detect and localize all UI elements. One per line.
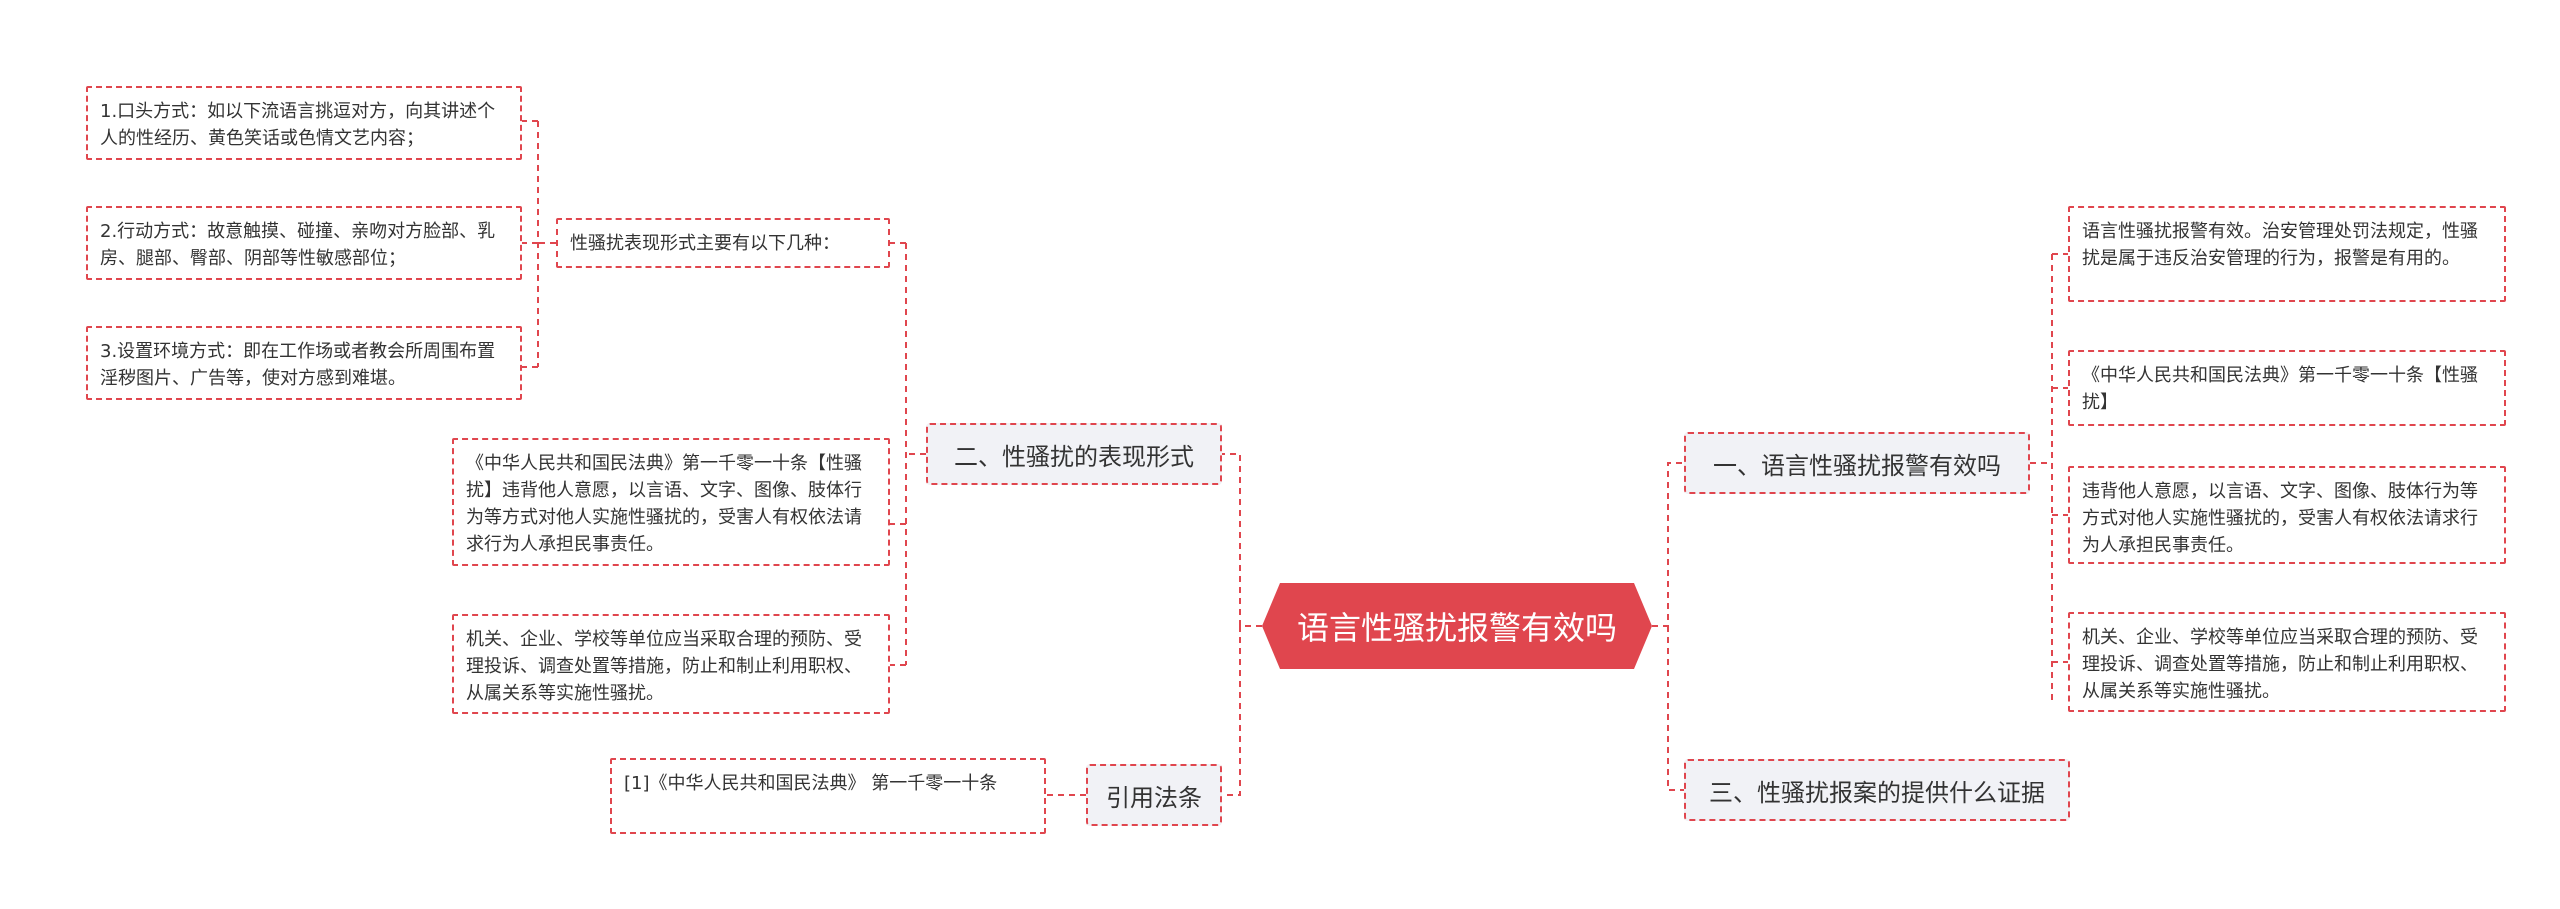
- link-root-b4: [1222, 626, 1241, 796]
- leaf-civil-code-article[interactable]: 《中华人民共和国民法典》第一千零一十条【性骚扰】: [2068, 350, 2506, 426]
- link-root-b2: [1222, 453, 1262, 627]
- leaf-verbal-form[interactable]: 1.口头方式：如以下流语言挑逗对方，向其讲述个人的性经历、黄色笑话或色情文艺内容…: [86, 86, 522, 160]
- leaf-text: 《中华人民共和国民法典》第一千零一十条【性骚扰】: [2082, 365, 2478, 413]
- branch-cited-law[interactable]: 引用法条: [1086, 764, 1222, 826]
- leaf-physical-form[interactable]: 2.行动方式：故意触摸、碰撞、亲吻对方脸部、乳房、腿部、臀部、阴部等性敏感部位；: [86, 206, 522, 280]
- link-b1-leaves: [2030, 253, 2068, 700]
- root-topic[interactable]: 语言性骚扰报警有效吗: [1262, 583, 1652, 669]
- leaf-text: 机关、企业、学校等单位应当采取合理的预防、受理投诉、调查处置等措施，防止和制止利…: [466, 629, 862, 704]
- link-forms-leaves: [522, 120, 556, 368]
- leaf-text: 《中华人民共和国民法典》第一千零一十条【性骚扰】违背他人意愿，以言语、文字、图像…: [466, 453, 862, 555]
- leaf-text: 3.设置环境方式：即在工作场或者教会所周围布置淫秽图片、广告等，使对方感到难堪。: [100, 341, 496, 389]
- root-topic-label: 语言性骚扰报警有效吗: [1296, 609, 1617, 647]
- branch-label: 二、性骚扰的表现形式: [954, 442, 1194, 471]
- leaf-civil-code-full[interactable]: 《中华人民共和国民法典》第一千零一十条【性骚扰】违背他人意愿，以言语、文字、图像…: [452, 438, 890, 566]
- leaf-text: 违背他人意愿，以言语、文字、图像、肢体行为等方式对他人实施性骚扰的，受害人有权依…: [2082, 481, 2478, 556]
- leaf-text: 性骚扰表现形式主要有以下几种：: [570, 232, 840, 254]
- leaf-text: 机关、企业、学校等单位应当采取合理的预防、受理投诉、调查处置等措施，防止和制止利…: [2082, 627, 2478, 702]
- leaf-text: 1.口头方式：如以下流语言挑逗对方，向其讲述个人的性经历、黄色笑话或色情文艺内容…: [100, 101, 496, 149]
- leaf-employer-duty[interactable]: 机关、企业、学校等单位应当采取合理的预防、受理投诉、调查处置等措施，防止和制止利…: [2068, 612, 2506, 712]
- branch-harassment-forms[interactable]: 二、性骚扰的表现形式: [926, 423, 1222, 485]
- link-b2-children: [890, 242, 926, 666]
- leaf-employer-duty-left[interactable]: 机关、企业、学校等单位应当采取合理的预防、受理投诉、调查处置等措施，防止和制止利…: [452, 614, 890, 714]
- branch-report-validity[interactable]: 一、语言性骚扰报警有效吗: [1684, 432, 2030, 494]
- branch-label: 一、语言性骚扰报警有效吗: [1713, 451, 2001, 480]
- leaf-report-effective[interactable]: 语言性骚扰报警有效。治安管理处罚法规定，性骚扰是属于违反治安管理的行为，报警是有…: [2068, 206, 2506, 302]
- branch-label: 引用法条: [1106, 783, 1202, 812]
- leaf-forms-intro[interactable]: 性骚扰表现形式主要有以下几种：: [556, 218, 890, 268]
- branch-label: 三、性骚扰报案的提供什么证据: [1709, 778, 2045, 807]
- link-root-b1: [1652, 462, 1684, 627]
- leaf-text: [1]《中华人民共和国民法典》 第一千零一十条: [624, 773, 998, 794]
- branch-evidence[interactable]: 三、性骚扰报案的提供什么证据: [1684, 759, 2070, 821]
- leaf-environment-form[interactable]: 3.设置环境方式：即在工作场或者教会所周围布置淫秽图片、广告等，使对方感到难堪。: [86, 326, 522, 400]
- leaf-civil-liability[interactable]: 违背他人意愿，以言语、文字、图像、肢体行为等方式对他人实施性骚扰的，受害人有权依…: [2068, 466, 2506, 564]
- leaf-citation[interactable]: [1]《中华人民共和国民法典》 第一千零一十条: [610, 758, 1046, 834]
- link-root-b3: [1667, 626, 1684, 791]
- leaf-text: 语言性骚扰报警有效。治安管理处罚法规定，性骚扰是属于违反治安管理的行为，报警是有…: [2082, 221, 2478, 269]
- leaf-text: 2.行动方式：故意触摸、碰撞、亲吻对方脸部、乳房、腿部、臀部、阴部等性敏感部位；: [100, 221, 496, 269]
